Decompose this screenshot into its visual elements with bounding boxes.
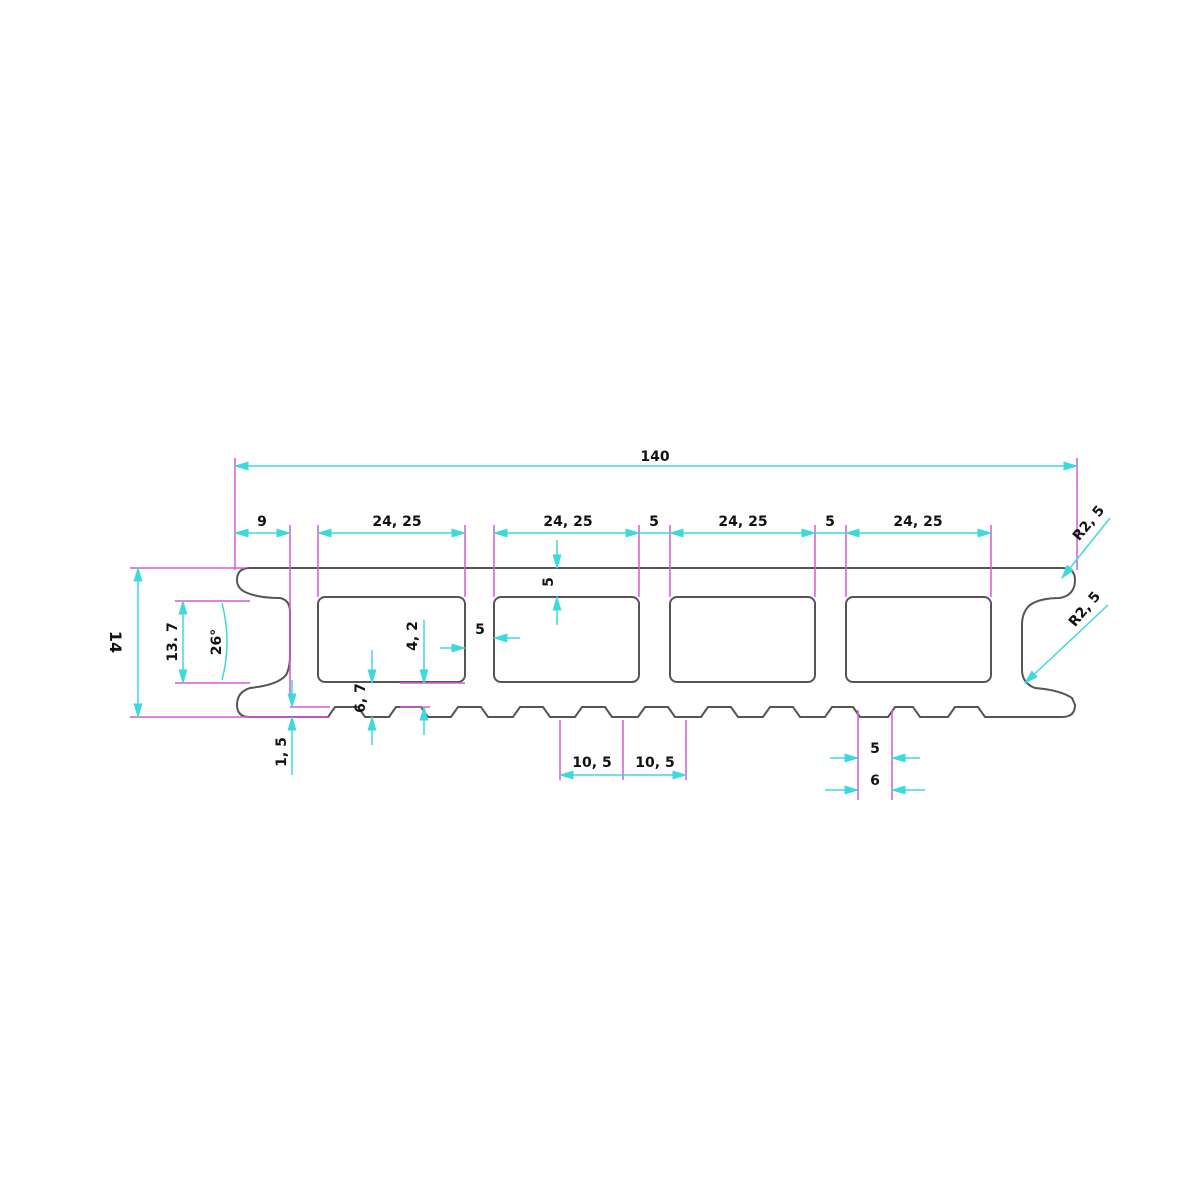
dimension-lines	[133, 461, 1111, 795]
label-side-wall: 5	[475, 622, 485, 638]
label-lower-depth: 6, 7	[353, 683, 369, 713]
extension-lines	[130, 458, 1078, 800]
cell-2	[493, 596, 640, 683]
cell-4	[845, 596, 992, 683]
label-groove-depth: 1, 5	[274, 737, 290, 767]
label-overall-height: 14	[106, 631, 125, 653]
label-radius-top: R2, 5	[1070, 503, 1108, 544]
label-top-wall: 5	[541, 577, 557, 587]
cell-1	[317, 596, 466, 683]
label-cell-width-1: 24, 25	[372, 514, 421, 530]
label-groove-pitch-1: 10, 5	[572, 755, 611, 771]
label-edge-offset: 9	[257, 514, 267, 530]
cell-3	[669, 596, 816, 683]
label-groove-width-inner: 5	[870, 741, 880, 757]
label-overall-width: 140	[640, 449, 669, 465]
label-cell-width-3: 24, 25	[718, 514, 767, 530]
profile-outline	[235, 567, 1077, 718]
label-tongue-height: 13. 7	[165, 622, 181, 661]
label-wall-width-1: 5	[649, 514, 659, 530]
label-cell-bottom-gap: 4, 2	[405, 621, 421, 651]
label-tongue-angle: 26°	[209, 629, 225, 655]
label-wall-width-2: 5	[825, 514, 835, 530]
label-cell-width-2: 24, 25	[543, 514, 592, 530]
label-groove-width-outer: 6	[870, 773, 880, 789]
label-cell-width-4: 24, 25	[893, 514, 942, 530]
dimension-labels: 140 9 24, 25 24, 25 24, 25 24, 25 5 5 5 …	[106, 449, 1108, 789]
label-groove-pitch-2: 10, 5	[635, 755, 674, 771]
label-radius-bottom: R2, 5	[1066, 589, 1104, 630]
